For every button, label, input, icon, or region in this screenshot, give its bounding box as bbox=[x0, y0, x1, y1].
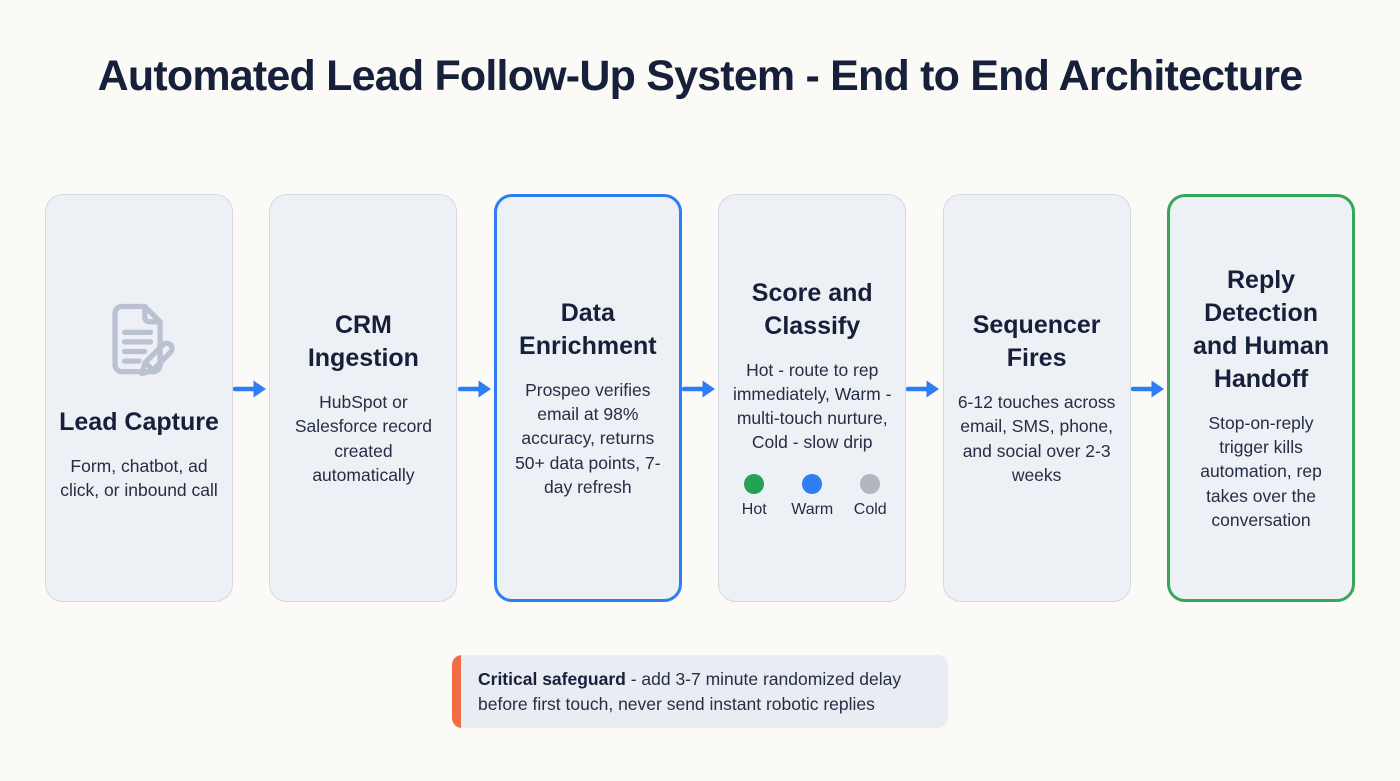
page-title: Automated Lead Follow-Up System - End to… bbox=[97, 52, 1303, 100]
legend-label: Warm bbox=[791, 501, 834, 519]
card-title: Data Enrichment bbox=[519, 299, 657, 361]
card-body: 6-12 touches across email, SMS, phone, a… bbox=[957, 392, 1116, 485]
card-body: Hot - route to rep immediately, Warm - m… bbox=[732, 359, 892, 453]
flow-card-reply-detection-handoff: Reply Detection and Human Handoff Stop-o… bbox=[1167, 194, 1356, 602]
hot-dot bbox=[744, 474, 765, 495]
card-body: HubSpot or Salesforce record created aut… bbox=[294, 392, 432, 485]
callout-text: Critical safeguard - add 3-7 minute rand… bbox=[461, 655, 948, 728]
callout-accent-bar bbox=[452, 655, 461, 728]
critical-safeguard-callout: Critical safeguard - add 3-7 minute rand… bbox=[452, 655, 948, 728]
legend-label: Hot bbox=[741, 501, 767, 519]
flow-card-data-enrichment: Data Enrichment Prospeo verifies email a… bbox=[493, 194, 682, 602]
card-body: Form, chatbot, ad click, or inbound call bbox=[60, 455, 218, 500]
card-title: Lead Capture bbox=[59, 407, 219, 436]
flow-card-sequencer-fires: Sequencer Fires 6-12 touches across emai… bbox=[942, 194, 1131, 602]
callout-label: Critical safeguard bbox=[478, 669, 626, 689]
warm-dot bbox=[802, 474, 823, 495]
document-pencil-icon bbox=[93, 294, 185, 386]
flow-arrow bbox=[457, 185, 493, 593]
callout-body: - add 3-7 minute randomized delay before… bbox=[478, 669, 902, 714]
legend-item-hot: Hot bbox=[730, 474, 778, 519]
flow-card-score-classify: Score and Classify Hot - route to rep im… bbox=[718, 194, 907, 602]
flow-card-crm-ingestion: CRM Ingestion HubSpot or Salesforce reco… bbox=[269, 194, 458, 602]
cold-dot bbox=[860, 474, 881, 495]
flow-arrow bbox=[682, 185, 718, 593]
flow-arrow bbox=[233, 185, 269, 593]
legend-item-warm: Warm bbox=[788, 474, 836, 519]
card-title: Sequencer Fires bbox=[972, 311, 1101, 373]
card-body: Prospeo verifies email at 98% accuracy, … bbox=[515, 380, 661, 497]
card-title: Reply Detection and Human Handoff bbox=[1192, 266, 1330, 394]
flow-arrow bbox=[906, 185, 942, 593]
classification-legend: Hot Warm Cold bbox=[730, 474, 894, 519]
flow-card-lead-capture: Lead Capture Form, chatbot, ad click, or… bbox=[45, 194, 233, 602]
card-title: CRM Ingestion bbox=[307, 311, 419, 373]
flow-arrow bbox=[1130, 185, 1167, 593]
card-body: Stop-on-reply trigger kills automation, … bbox=[1200, 413, 1322, 530]
card-title: Score and Classify bbox=[751, 278, 873, 340]
legend-item-cold: Cold bbox=[846, 474, 894, 519]
flow-row: Lead Capture Form, chatbot, ad click, or… bbox=[45, 194, 1356, 602]
legend-label: Cold bbox=[853, 501, 887, 519]
